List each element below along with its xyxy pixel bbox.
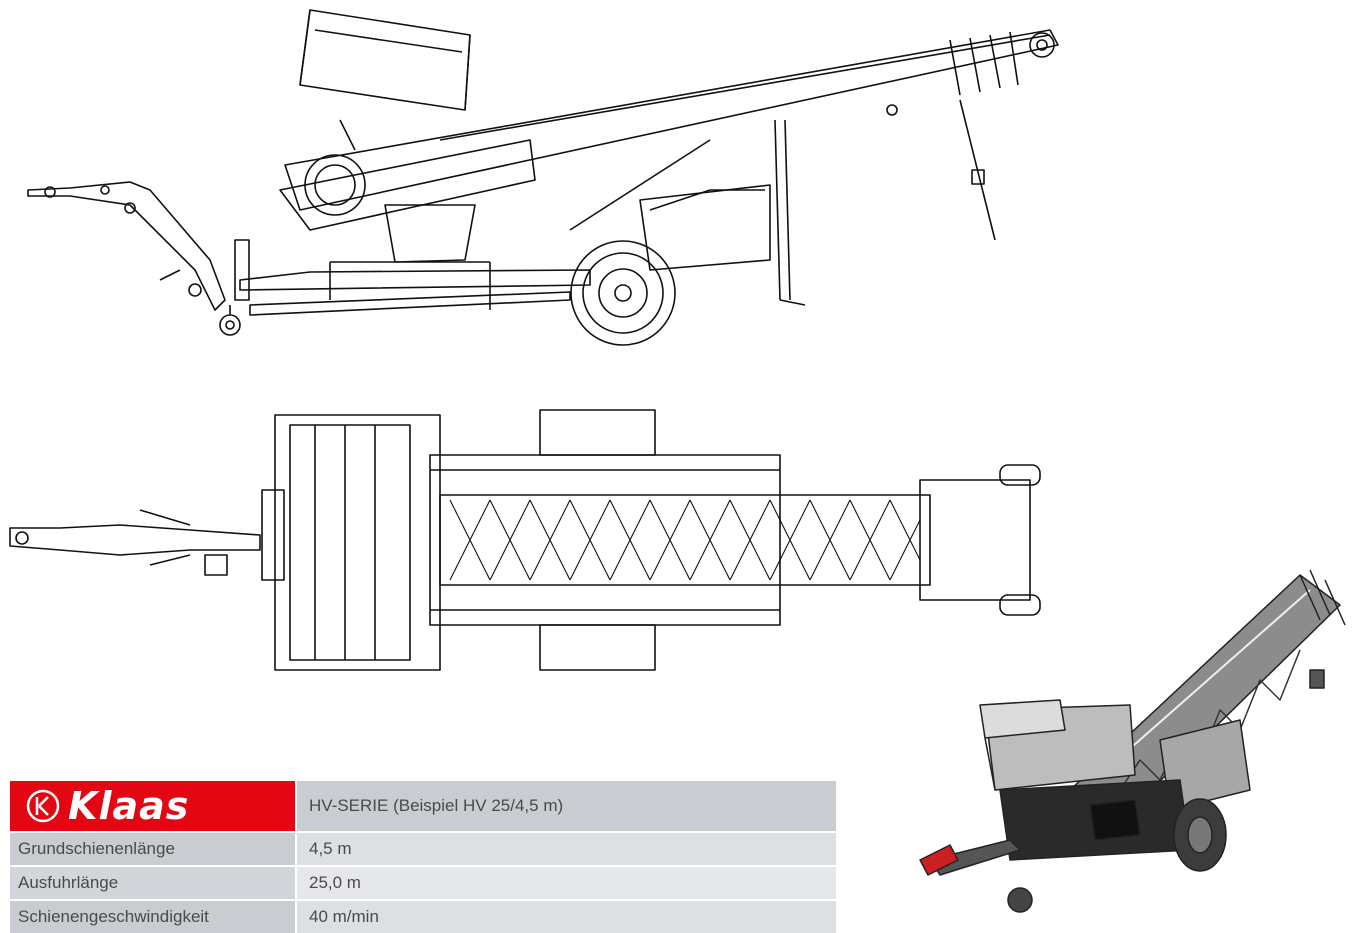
top-view-drawing bbox=[9, 409, 1041, 671]
series-title: HV-SERIE (Beispiel HV 25/4,5 m) bbox=[295, 781, 836, 832]
spec-table: Klaas HV-SERIE (Beispiel HV 25/4,5 m) Gr… bbox=[10, 781, 836, 933]
klaas-logo-icon: Klaas bbox=[26, 784, 189, 828]
isometric-render bbox=[919, 569, 1346, 913]
svg-text:Klaas: Klaas bbox=[68, 784, 189, 828]
spec-table-header: Klaas HV-SERIE (Beispiel HV 25/4,5 m) bbox=[10, 781, 836, 832]
spec-row: Schienengeschwindigkeit 40 m/min bbox=[10, 899, 836, 933]
side-view-drawing bbox=[27, 9, 1059, 346]
spec-value: 25,0 m bbox=[295, 865, 836, 900]
brand-logo: Klaas bbox=[10, 781, 296, 832]
spec-value: 40 m/min bbox=[295, 899, 836, 933]
spec-label: Ausfuhrlänge bbox=[10, 865, 296, 900]
spec-row: Grundschienenlänge 4,5 m bbox=[10, 831, 836, 866]
spec-row: Ausfuhrlänge 25,0 m bbox=[10, 865, 836, 900]
spec-value: 4,5 m bbox=[295, 831, 836, 866]
spec-label: Grundschienenlänge bbox=[10, 831, 296, 866]
spec-label: Schienengeschwindigkeit bbox=[10, 899, 296, 933]
